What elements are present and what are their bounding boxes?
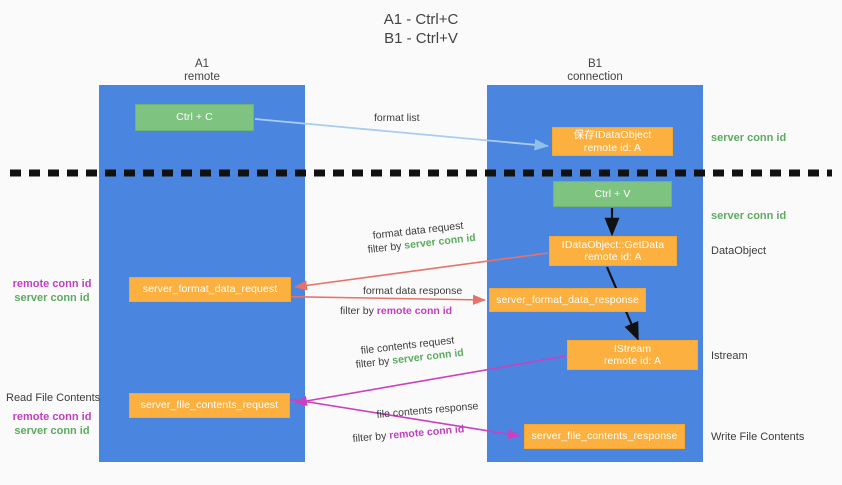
left-note-file: remote conn id server conn id [8, 411, 96, 438]
box-server-file-contents-response[interactable]: server_file_contents_response [524, 424, 685, 449]
side-label-server-conn-id-mid: server conn id [711, 210, 787, 222]
lane-header-a1: A1 remote [99, 58, 305, 84]
filter-by-text-2: filter by [340, 305, 374, 317]
box-server-file-contents-response-label: server_file_contents_response [531, 430, 678, 443]
left-note-format-remote: remote conn id [12, 278, 92, 290]
box-server-format-data-response-label: server_format_data_response [496, 293, 639, 306]
box-istream-line1: IStream [613, 342, 652, 355]
box-save-idataobject-line2: remote id: A [583, 141, 642, 154]
title-line-2: B1 - Ctrl+V [384, 30, 458, 47]
filter-by-text-4: filter by [352, 430, 387, 445]
box-server-format-data-request-label: server_format_data_request [142, 283, 278, 296]
title-line-1: A1 - Ctrl+C [383, 11, 459, 28]
edge-label-format-data-response: format data response [363, 285, 463, 297]
box-idataobject-getdata[interactable]: IDataObject::GetData remote id: A [549, 236, 677, 266]
side-label-dataobject: DataObject [711, 245, 767, 257]
box-save-idataobject[interactable]: 保存IDataObject remote id: A [552, 127, 673, 156]
side-label-istream: Istream [711, 350, 748, 362]
edge-label-file-contents-response-filter: filter by remote conn id [352, 422, 465, 446]
filter-by-text-1: filter by [367, 240, 403, 256]
box-getdata-line1: IDataObject::GetData [561, 238, 665, 251]
filter-by-text-3: filter by [355, 355, 391, 371]
left-note-format-server: server conn id [14, 291, 90, 304]
edge-label-file-contents-response: file contents response [376, 400, 479, 421]
page-title: A1 - Ctrl+C B1 - Ctrl+V [0, 10, 842, 48]
box-server-file-contents-request[interactable]: server_file_contents_request [129, 393, 290, 418]
box-server-format-data-request[interactable]: server_format_data_request [129, 277, 291, 302]
filter-value-remote-1: remote conn id [376, 305, 453, 317]
lane-a1-name: A1 [194, 58, 210, 70]
box-ctrl-c-label: Ctrl + C [176, 111, 213, 124]
lane-b1-name: B1 [587, 58, 603, 70]
left-label-read-file-contents: Read File Contents [6, 392, 101, 404]
left-note-file-server: server conn id [14, 424, 90, 437]
box-ctrl-c[interactable]: Ctrl + C [135, 104, 254, 131]
box-istream-line2: remote id: A [603, 355, 662, 367]
edge-label-format-list: format list [374, 112, 420, 124]
box-server-format-data-response[interactable]: server_format_data_response [489, 288, 646, 312]
edge-label-format-data-response-filter: filter by remote conn id [340, 304, 452, 318]
filter-value-remote-2: remote conn id [388, 423, 465, 442]
left-note-file-remote: remote conn id [12, 411, 92, 423]
box-ctrl-v[interactable]: Ctrl + V [553, 181, 672, 207]
box-ctrl-v-label: Ctrl + V [594, 187, 631, 200]
side-label-server-conn-id-top: server conn id [711, 132, 787, 144]
left-note-format: remote conn id server conn id [8, 278, 96, 305]
side-label-write-file-contents: Write File Contents [711, 431, 805, 443]
box-getdata-line2: remote id: A [584, 251, 642, 263]
box-save-idataobject-line1: 保存IDataObject [573, 129, 652, 141]
lane-a1-role: remote [184, 71, 220, 83]
lane-header-b1: B1 connection [487, 58, 703, 84]
box-istream[interactable]: IStream remote id: A [567, 340, 698, 370]
box-server-file-contents-request-label: server_file_contents_request [140, 399, 279, 412]
lane-b1-role: connection [567, 71, 623, 83]
